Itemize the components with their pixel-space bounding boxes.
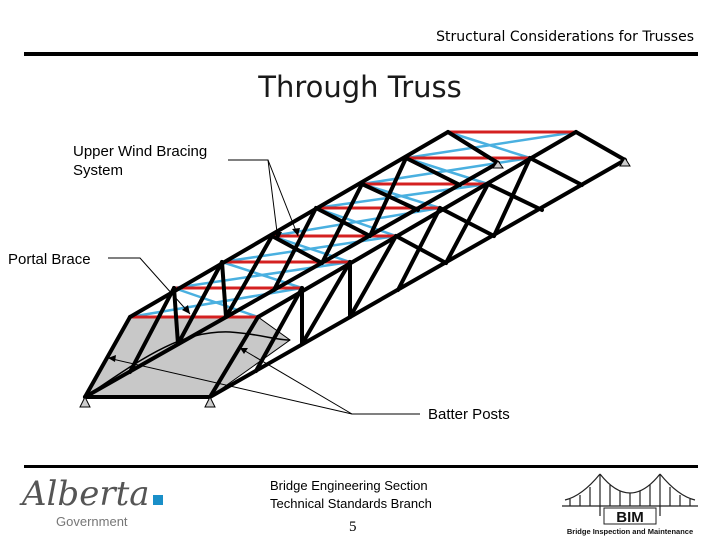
bim-logo: BIM Bridge Inspection and Maintenance <box>560 470 700 541</box>
alberta-logo: Alberta Government <box>22 476 163 529</box>
page-number: 5 <box>349 519 357 535</box>
bim-tagline: Bridge Inspection and Maintenance <box>567 527 693 536</box>
truss-members <box>83 130 627 399</box>
alberta-wordmark: Alberta <box>22 474 150 514</box>
label-upper-wind-bracing-text: Upper Wind Bracing System <box>73 143 208 179</box>
bearing-support-icon <box>492 160 504 169</box>
slide-title: Through Truss <box>258 70 462 104</box>
label-portal-brace: Portal Brace <box>8 251 91 268</box>
top-divider <box>24 52 698 56</box>
bearing-support-icon <box>204 395 216 408</box>
header-title: Structural Considerations for Trusses <box>436 29 694 45</box>
alberta-square-icon <box>152 495 163 505</box>
bim-bridge-icon: BIM Bridge Inspection and Maintenance <box>562 473 698 536</box>
leader-lines <box>107 159 420 415</box>
bearing-support-icon <box>619 157 631 167</box>
bim-name: BIM <box>616 509 644 526</box>
leader-arrowheads <box>108 228 300 362</box>
bottom-divider <box>24 465 698 468</box>
through-truss-diagram <box>79 130 631 415</box>
footer-line1: Bridge Engineering Section <box>270 478 428 493</box>
alberta-sub: Government <box>56 514 128 529</box>
footer-org: Bridge Engineering Section Technical Sta… <box>270 477 432 513</box>
bearing-supports <box>79 157 631 408</box>
label-batter-posts: Batter Posts <box>428 406 510 423</box>
bearing-support-icon <box>79 395 91 408</box>
footer-line2: Technical Standards Branch <box>270 496 432 511</box>
label-upper-wind-bracing: Upper Wind Bracing System <box>73 142 207 180</box>
deck-arch <box>84 331 291 398</box>
